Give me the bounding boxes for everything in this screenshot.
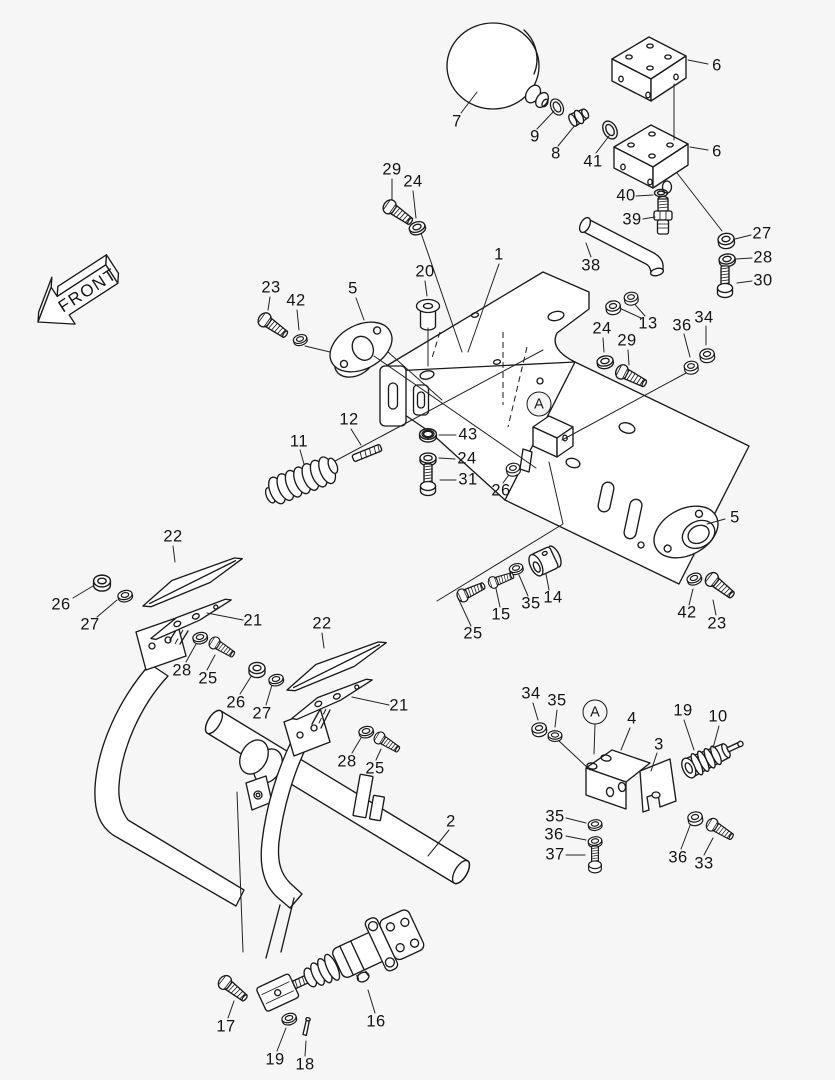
tube-assembly xyxy=(578,195,673,277)
callout-12: 12 xyxy=(339,410,359,429)
callout-23: 23 xyxy=(261,278,281,297)
washer-43 xyxy=(418,428,438,443)
callout-3: 3 xyxy=(654,735,664,754)
callout-26: 26 xyxy=(491,481,511,500)
callout-27: 27 xyxy=(80,615,100,634)
fasteners xyxy=(92,96,739,1037)
callout-35: 35 xyxy=(545,807,565,826)
callout-35: 35 xyxy=(547,691,567,710)
callout-21: 21 xyxy=(243,611,263,630)
pedal-pad-left xyxy=(142,557,243,608)
callout-36: 36 xyxy=(672,316,692,335)
callout-25: 25 xyxy=(365,759,385,778)
accumulator xyxy=(446,22,549,110)
callout-33: 33 xyxy=(694,854,714,873)
grommet xyxy=(415,298,441,331)
callout-13: 13 xyxy=(638,314,658,333)
callout-34: 34 xyxy=(521,684,541,703)
callout-14: 14 xyxy=(543,588,563,607)
callout-8: 8 xyxy=(551,144,561,163)
flange-cover-right xyxy=(653,505,719,559)
callout-21: 21 xyxy=(389,696,409,715)
callout-28: 28 xyxy=(172,661,192,680)
switch-bracket xyxy=(585,749,651,810)
callout-27: 27 xyxy=(752,224,772,243)
shaft-keys xyxy=(352,773,386,822)
callout-34: 34 xyxy=(694,308,714,327)
callout-36: 36 xyxy=(544,825,564,844)
stud-12 xyxy=(351,444,383,462)
callout-19: 19 xyxy=(673,701,693,720)
o-ring-40 xyxy=(653,188,669,198)
callout-25: 25 xyxy=(463,624,483,643)
callout-6: 6 xyxy=(712,56,722,75)
pin-18 xyxy=(302,1016,311,1037)
elbow-fitting xyxy=(653,195,673,235)
callout-5: 5 xyxy=(730,508,740,527)
flange-cover-left xyxy=(329,321,393,378)
clamp-block xyxy=(519,415,574,473)
callout-29: 29 xyxy=(617,331,637,350)
callout-6: 6 xyxy=(712,142,722,161)
pedal-bracket-weldment xyxy=(379,271,750,585)
callout-24: 24 xyxy=(403,172,423,191)
callout-40: 40 xyxy=(616,186,636,205)
callout-38: 38 xyxy=(581,256,601,275)
callout-42: 42 xyxy=(286,291,306,310)
callout-24: 24 xyxy=(592,319,612,338)
callout-4: 4 xyxy=(627,709,637,728)
callout-20: 20 xyxy=(415,262,435,281)
callout-35: 35 xyxy=(521,594,541,613)
callout-18: 18 xyxy=(295,1055,315,1074)
master-cylinder xyxy=(256,909,425,1012)
pedal-plate-right xyxy=(291,678,373,721)
callout-25: 25 xyxy=(198,669,218,688)
callout-1: 1 xyxy=(494,245,504,264)
callout-15: 15 xyxy=(491,605,511,624)
callout-28: 28 xyxy=(753,248,773,267)
pedal-pad-right xyxy=(286,641,387,692)
callout-26: 26 xyxy=(226,693,246,712)
section-marker-A: A xyxy=(582,699,608,725)
front-arrow: FRONT xyxy=(37,254,121,325)
callout-28: 28 xyxy=(337,752,357,771)
callout-2: 2 xyxy=(446,812,456,831)
callout-37: 37 xyxy=(545,845,565,864)
callout-36: 36 xyxy=(668,848,688,867)
valve-block-lower xyxy=(613,124,689,194)
valve-block-upper xyxy=(611,36,687,102)
callout-41: 41 xyxy=(583,152,603,171)
callout-26: 26 xyxy=(51,595,71,614)
switch-plate xyxy=(639,758,677,813)
pedal-plate-left xyxy=(150,598,232,641)
callout-27: 27 xyxy=(252,704,272,723)
callout-22: 22 xyxy=(312,614,332,633)
callout-39: 39 xyxy=(622,210,642,229)
callout-30: 30 xyxy=(753,271,773,290)
bushing-14 xyxy=(528,545,562,577)
callout-43: 43 xyxy=(458,425,478,444)
callout-9: 9 xyxy=(530,127,540,146)
callout-11: 11 xyxy=(289,432,309,451)
callout-24: 24 xyxy=(457,449,477,468)
callout-29: 29 xyxy=(382,160,402,179)
section-marker-A: A xyxy=(526,391,552,417)
pressure-switch xyxy=(681,740,744,779)
callout-23: 23 xyxy=(707,614,727,633)
callout-31: 31 xyxy=(458,470,478,489)
callout-7: 7 xyxy=(452,112,462,131)
pedal-arm-right xyxy=(260,707,331,959)
leader-lines xyxy=(72,59,753,1057)
callout-10: 10 xyxy=(708,707,728,726)
callout-17: 17 xyxy=(216,1017,236,1036)
callout-19: 19 xyxy=(265,1050,285,1069)
callout-22: 22 xyxy=(163,527,183,546)
callout-42: 42 xyxy=(677,603,697,622)
callout-16: 16 xyxy=(366,1012,386,1031)
adapter-fitting-8 xyxy=(568,108,590,127)
callout-5: 5 xyxy=(348,279,358,298)
spring-11 xyxy=(264,456,339,505)
